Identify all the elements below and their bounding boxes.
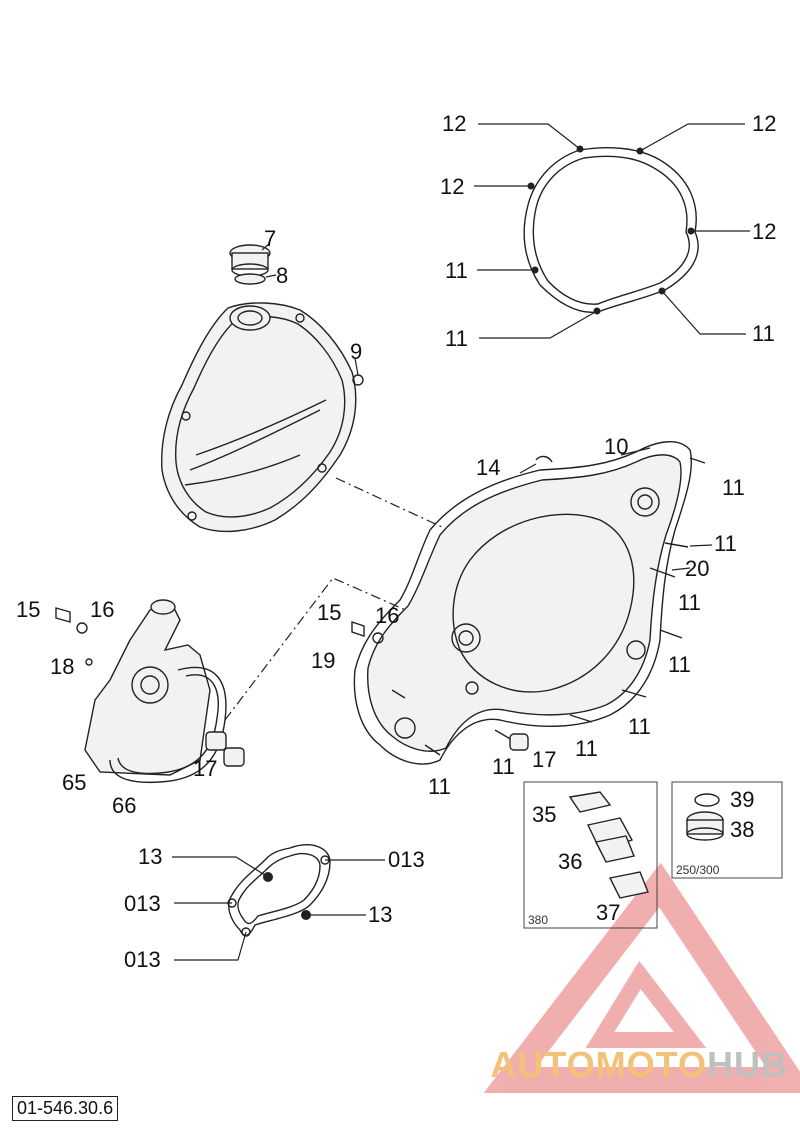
callout-8: 8 [276,263,289,288]
callout-39: 39 [730,787,755,812]
callout-9: 9 [350,339,363,364]
callout-11: 11 [428,774,451,799]
callout-18: 18 [50,654,75,679]
watermark-text: AUTOMOTOHUB [490,1044,788,1086]
callout-12: 12 [752,219,777,244]
callout-12: 12 [442,111,467,136]
callout-013: 013 [124,891,161,916]
callout-38: 38 [730,817,755,842]
callout-12: 12 [440,174,465,199]
water-pump-cover [55,599,529,784]
callout-013: 013 [388,847,425,872]
bolts [391,457,706,756]
document-number: 01-546.30.6 [12,1096,119,1121]
clutch-cover [353,441,713,765]
callout-11: 11 [575,736,598,761]
callout-11: 11 [722,475,745,500]
callout-11: 11 [445,258,468,283]
callout-35: 35 [532,802,557,827]
callout-13: 13 [368,902,393,927]
watermark-logo [483,862,800,1093]
callout-11: 11 [492,754,515,779]
callout-65: 65 [62,770,87,795]
clutch-cover-gasket [474,123,750,339]
oil-filler-plug [229,242,277,285]
callout-11: 11 [668,652,691,677]
inset-box-380 [523,781,658,929]
callout-11: 11 [445,326,468,351]
watermark-part-a: AUTOMOTO [490,1044,707,1085]
callout-16: 16 [90,597,115,622]
callout-11: 11 [714,531,737,556]
callout-37: 37 [596,900,621,925]
callout-17: 17 [532,747,557,772]
callout-19: 19 [311,648,336,673]
callout-15: 15 [16,597,41,622]
callout-13: 13 [138,844,163,869]
callout-10: 10 [604,434,629,459]
watermark-part-b: HUB [707,1044,788,1085]
inset-380-parts [568,791,649,899]
callout-14: 14 [476,455,501,480]
water-pump-gasket [172,844,385,961]
callout-17: 17 [193,756,218,781]
callout-11: 11 [678,590,701,615]
inset-box-250-300 [671,781,783,879]
outer-clutch-cover [160,302,364,533]
callout-12: 12 [752,111,777,136]
callout-36: 36 [558,849,583,874]
callout-11: 11 [628,714,651,739]
callout-15: 15 [317,600,342,625]
callout-013: 013 [124,947,161,972]
callout-11: 11 [752,321,775,346]
callout-66: 66 [112,793,137,818]
inset-250-300-parts [686,793,724,841]
callout-16: 16 [375,603,400,628]
variant-label-380: 380 [528,913,549,927]
variant-label-250-300: 250/300 [676,863,720,877]
callout-7: 7 [264,226,277,251]
assembly-line-pump [224,577,411,721]
callout-20: 20 [685,556,710,581]
